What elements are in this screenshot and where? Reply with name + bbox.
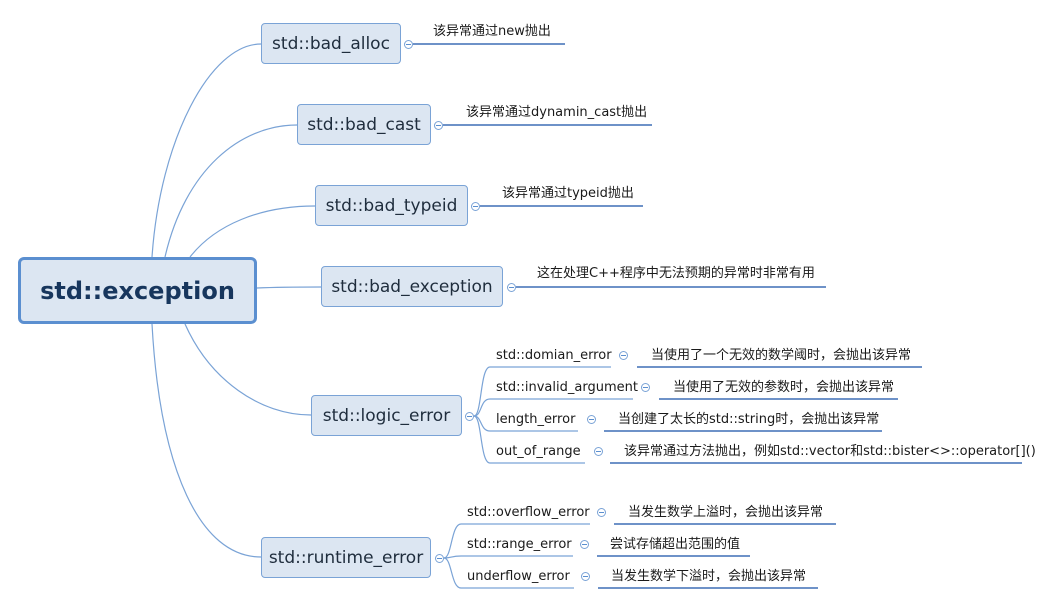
note-underflow-error: 当发生数学下溢时，会抛出该异常	[611, 569, 807, 584]
note-bad-exception: 这在处理C++程序中无法预期的异常时非常有用	[537, 266, 815, 281]
node-bad-exception[interactable]: std::bad_exception	[321, 266, 503, 307]
connector-bad-alloc	[151, 43, 262, 258]
connector-runtime-error	[151, 323, 262, 558]
collapse-toggle-icon[interactable]	[597, 508, 606, 517]
node-bad-typeid[interactable]: std::bad_typeid	[315, 185, 468, 226]
node-bad-cast[interactable]: std::bad_cast	[297, 104, 431, 145]
node-runtime-error[interactable]: std::runtime_error	[261, 537, 431, 578]
note-length-error: 当创建了太长的std::string时，会抛出该异常	[618, 412, 880, 427]
note-range-error: 尝试存储超出范围的值	[610, 537, 741, 552]
collapse-toggle-icon[interactable]	[581, 572, 590, 581]
child-range-error[interactable]: std::range_error	[467, 537, 572, 552]
note-out-of-range: 该异常通过方法抛出，例如std::vector和std::bister<>::o…	[624, 444, 1036, 459]
note-invalid-argument: 当使用了无效的参数时，会抛出该异常	[673, 380, 895, 395]
connector-invalid-argument	[473, 398, 633, 417]
collapse-toggle-icon[interactable]	[434, 121, 443, 130]
note-bad-alloc: 该异常通过new抛出	[433, 24, 551, 39]
note-bad-typeid: 该异常通过typeid抛出	[502, 186, 634, 201]
note-domian-error: 当使用了一个无效的数学阈时，会抛出该异常	[651, 348, 912, 363]
connector-bad-typeid	[189, 205, 316, 258]
child-domian-error[interactable]: std::domian_error	[496, 348, 612, 363]
collapse-toggle-icon[interactable]	[641, 383, 650, 392]
node-logic-error[interactable]: std::logic_error	[311, 395, 462, 436]
child-length-error[interactable]: length_error	[496, 412, 576, 427]
child-invalid-argument[interactable]: std::invalid_argument	[496, 380, 638, 395]
note-overflow-error: 当发生数学上溢时，会抛出该异常	[628, 505, 824, 520]
collapse-toggle-icon[interactable]	[404, 40, 413, 49]
collapse-toggle-icon[interactable]	[435, 554, 444, 563]
connector-bad-exception	[256, 286, 322, 289]
connector-out-of-range	[473, 415, 585, 464]
note-bad-cast: 该异常通过dynamin_cast抛出	[466, 105, 648, 120]
connector-logic-error	[184, 323, 312, 416]
connector-range	[443, 555, 573, 559]
collapse-toggle-icon[interactable]	[619, 351, 628, 360]
connector-domian	[473, 366, 611, 417]
collapse-toggle-icon[interactable]	[594, 447, 603, 456]
connector-bad-cast	[164, 124, 298, 258]
collapse-toggle-icon[interactable]	[507, 283, 516, 292]
node-bad-alloc[interactable]: std::bad_alloc	[261, 23, 401, 64]
collapse-toggle-icon[interactable]	[580, 540, 589, 549]
root-node-std-exception[interactable]: std::exception	[18, 257, 257, 324]
collapse-toggle-icon[interactable]	[465, 412, 474, 421]
child-overflow-error[interactable]: std::overflow_error	[467, 505, 590, 520]
child-out-of-range[interactable]: out_of_range	[496, 444, 581, 459]
collapse-toggle-icon[interactable]	[471, 202, 480, 211]
connector-overflow	[443, 523, 590, 559]
child-underflow-error[interactable]: underflow_error	[467, 569, 570, 584]
collapse-toggle-icon[interactable]	[587, 415, 596, 424]
connector-underflow	[443, 557, 574, 589]
